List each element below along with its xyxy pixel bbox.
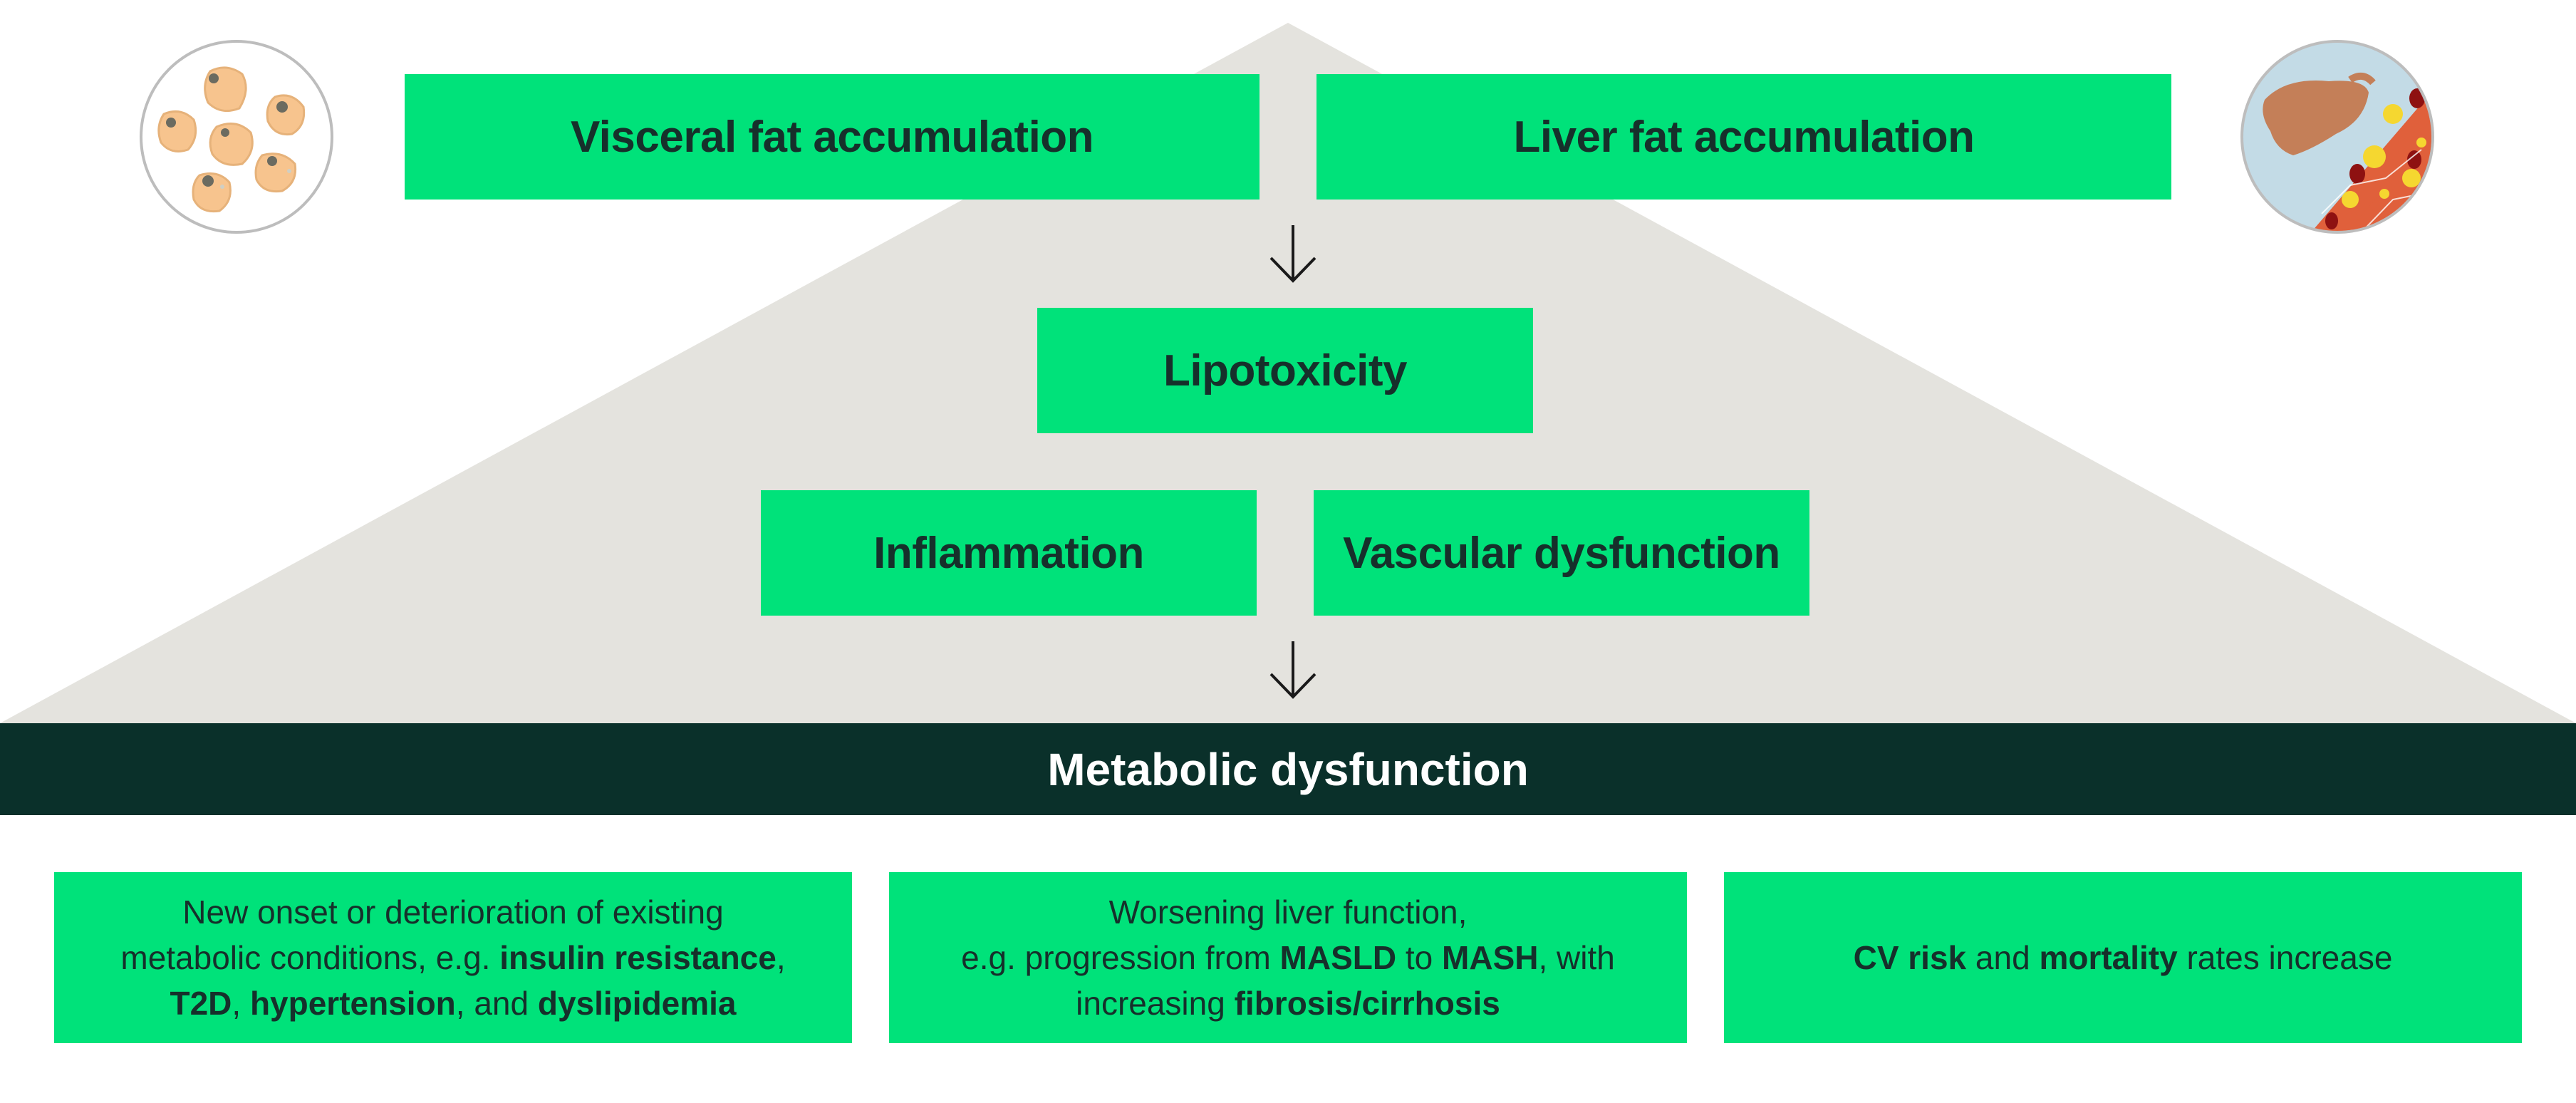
outcome-line: Worsening liver function, xyxy=(961,889,1615,935)
fatty-liver-icon xyxy=(2240,40,2434,234)
outcome-text-run: to xyxy=(1396,939,1443,976)
vascular-dysfunction-box: Vascular dysfunction xyxy=(1314,490,1809,616)
arrow-down-1 xyxy=(1269,225,1316,283)
adipocyte-cells-icon xyxy=(140,40,333,234)
outcome-emphasis: mortality xyxy=(2039,939,2178,976)
outcome-text-metabolic: New onset or deterioration of existing me… xyxy=(120,889,785,1026)
inflammation-box: Inflammation xyxy=(761,490,1257,616)
outcome-emphasis: MASLD xyxy=(1279,939,1397,976)
metabolic-dysfunction-band: Metabolic dysfunction xyxy=(0,723,2576,815)
outcome-text-run: e.g. progression from xyxy=(961,939,1280,976)
outcome-emphasis: T2D xyxy=(170,985,232,1022)
outcome-text-run: , and xyxy=(455,985,538,1022)
outcome-emphasis: hypertension xyxy=(249,985,456,1022)
outcome-text-cv: CV risk and mortality rates increase xyxy=(1854,935,2393,980)
outcome-emphasis: dyslipidemia xyxy=(537,985,737,1022)
outcome-text-run: , with xyxy=(1538,939,1615,976)
outcome-box-metabolic: New onset or deterioration of existing me… xyxy=(54,872,852,1043)
outcome-text-run: , xyxy=(232,985,250,1022)
liver-fat-label: Liver fat accumulation xyxy=(1513,112,1975,162)
outcome-text-liver: Worsening liver function, e.g. progressio… xyxy=(961,889,1615,1026)
outcome-box-cv: CV risk and mortality rates increase xyxy=(1724,872,2522,1043)
outcome-box-liver: Worsening liver function, e.g. progressio… xyxy=(889,872,1687,1043)
liver-fat-box: Liver fat accumulation xyxy=(1316,74,2171,200)
metabolic-dysfunction-label: Metabolic dysfunction xyxy=(1047,743,1529,795)
outcome-emphasis: fibrosis/cirrhosis xyxy=(1234,985,1500,1022)
inflammation-label: Inflammation xyxy=(873,528,1144,578)
outcome-emphasis: insulin resistance xyxy=(499,939,777,976)
vascular-dysfunction-label: Vascular dysfunction xyxy=(1343,528,1780,578)
outcome-emphasis: CV risk xyxy=(1853,939,1967,976)
visceral-fat-box: Visceral fat accumulation xyxy=(405,74,1260,200)
outcome-text-run: rates increase xyxy=(2177,939,2393,976)
outcome-text-run: metabolic conditions, e.g. xyxy=(120,939,500,976)
outcome-line: T2D, hypertension, and dyslipidemia xyxy=(120,980,785,1026)
outcome-text-run: Worsening liver function, xyxy=(1108,894,1468,931)
arrow-down-2 xyxy=(1269,641,1316,699)
lipotoxicity-label: Lipotoxicity xyxy=(1163,346,1407,395)
outcome-line: CV risk and mortality rates increase xyxy=(1854,935,2393,980)
outcome-text-run: increasing xyxy=(1076,985,1235,1022)
outcome-text-run: and xyxy=(1966,939,2040,976)
outcome-line: New onset or deterioration of existing xyxy=(120,889,785,935)
lipotoxicity-box: Lipotoxicity xyxy=(1037,308,1533,433)
outcome-text-run: , xyxy=(776,939,786,976)
outcome-line: increasing fibrosis/cirrhosis xyxy=(961,980,1615,1026)
visceral-fat-label: Visceral fat accumulation xyxy=(570,112,1094,162)
outcome-line: metabolic conditions, e.g. insulin resis… xyxy=(120,935,785,980)
outcome-text-run: New onset or deterioration of existing xyxy=(182,894,724,931)
outcome-line: e.g. progression from MASLD to MASH, wit… xyxy=(961,935,1615,980)
outcome-emphasis: MASH xyxy=(1442,939,1539,976)
